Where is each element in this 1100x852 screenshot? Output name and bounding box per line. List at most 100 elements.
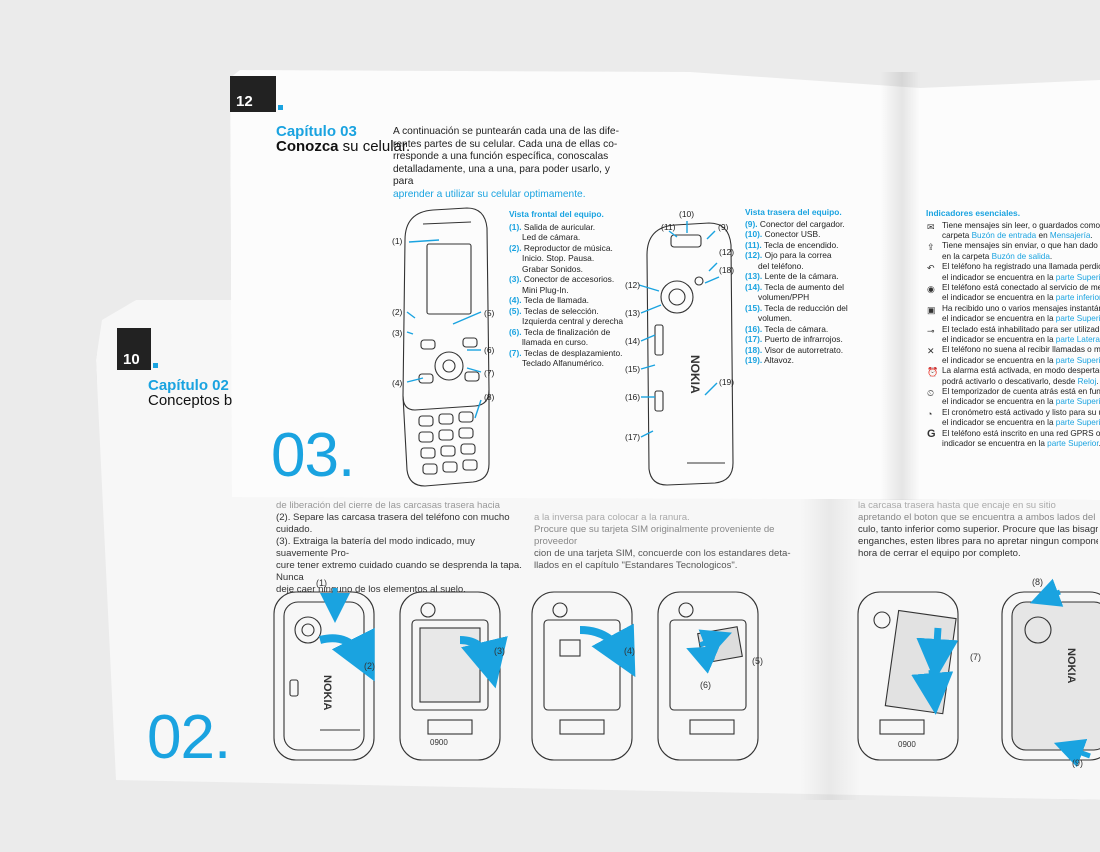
label-6: (6) — [700, 680, 711, 690]
rear-view-list: Vista trasera del equipo. (9). Conector … — [745, 207, 870, 366]
intro-line: rentes partes de su celular. Cada una de… — [393, 138, 618, 150]
list-item: (14). Tecla de aumento del — [745, 282, 870, 293]
back-chapter-title: Capítulo 02 — [148, 377, 229, 394]
email-service-icon: ◉ — [927, 283, 935, 294]
item-text: del teléfono. — [758, 260, 804, 271]
rear-phone-illustration: NOKIA — [638, 221, 734, 486]
subtitle-rest: su celular. — [338, 138, 411, 155]
disassembly-illustrations: NOKIA (1) (2) (3) 0900 (4) (5) (6) — [273, 577, 1100, 768]
indicator-text: . — [1049, 251, 1053, 261]
callout: (1) — [392, 236, 403, 246]
indicator-text: el indicador se encuentra en la — [942, 293, 1056, 303]
indicator-text[interactable]: parte Superior — [1055, 272, 1100, 282]
indicator-text: en la carpeta — [942, 251, 992, 261]
item-number: (12). — [745, 250, 763, 260]
arrow-10 — [1053, 739, 1091, 768]
indicator-text: el indicador se encuentra en la — [942, 272, 1056, 282]
list-item: (15). Tecla de reducción del — [745, 303, 870, 314]
item-text: llamada en curso. — [522, 337, 589, 347]
callout: (4) — [392, 378, 403, 388]
step-line: deje caer ninguno de los elementos al su… — [276, 584, 466, 595]
indicator-text: en — [1036, 230, 1050, 240]
item-text: Tecla de llamada. — [523, 295, 589, 305]
item-number: (15). — [745, 302, 763, 313]
callout: (14) — [625, 336, 641, 346]
callout: (5) — [484, 308, 495, 318]
item-number: (7). — [509, 347, 522, 358]
countdown-timer-icon: ⏲ — [927, 388, 935, 398]
item-text: Tecla de encendido. — [763, 239, 839, 250]
indicator-text[interactable]: Buzón de salida — [991, 251, 1050, 261]
callout: (12) — [719, 247, 735, 257]
list-item: (19). Altavoz. — [745, 355, 870, 366]
item-number: (6). — [509, 326, 522, 337]
indicator-text[interactable]: Buzón de entrada — [971, 230, 1037, 240]
item-number: (19). — [745, 355, 763, 365]
callout: (2) — [392, 307, 403, 317]
indicator-text[interactable]: parte Superior — [1055, 418, 1100, 428]
item-text: volumen. — [758, 313, 792, 323]
list-item: (16). Tecla de cámara. — [745, 324, 870, 335]
indicator-text[interactable]: parte Lateral — [1055, 334, 1100, 344]
indicator-text: el indicador se encuentra en la — [942, 418, 1056, 428]
indicator-text[interactable]: parte Superior — [1055, 314, 1100, 324]
front-view-list: Vista frontal del equipo. (1). Salida de… — [509, 209, 629, 369]
callout: (7) — [484, 368, 495, 378]
indicator-row: ⊸ El teclado está inhabilitado para ser u… — [926, 325, 1100, 346]
indicator-text[interactable]: parte Superior — [1047, 439, 1099, 449]
label-8: (8) — [1032, 577, 1043, 587]
indicator-row: ✕El teléfono no suena al recibir llamada… — [926, 345, 1100, 366]
item-text: Conector de accesorios. — [523, 274, 615, 284]
list-item: (12). Ojo para la correa — [745, 250, 870, 261]
keypad-lock-icon: ⊸ — [927, 325, 935, 336]
step-line: de liberación del cierre de las carcasas… — [276, 500, 500, 511]
indicator-text[interactable]: parte inferior — [1055, 293, 1100, 303]
item-number: (3). — [509, 274, 522, 284]
silent-icon: ✕ — [927, 346, 935, 357]
list-item: (5). Teclas de selección. — [509, 306, 629, 317]
front-intro: A continuación se puntearán cada una de … — [393, 126, 628, 202]
intro-link[interactable]: aprender a utilizar su celular optimamen… — [393, 188, 586, 200]
indicator-text[interactable]: Mensajería — [1049, 230, 1091, 240]
label-9: (9) — [1072, 758, 1083, 768]
indicator-text[interactable]: Reloj — [1077, 376, 1097, 386]
phone-brand-2: NOKIA — [1065, 648, 1077, 684]
item-text: Lente de la cámara. — [764, 271, 839, 281]
list-item: (17). Puerto de infrarrojos. — [745, 334, 870, 345]
indicator-text: El teclado está inhabilitado para ser ut… — [942, 324, 1100, 334]
front-page-number: 12 — [236, 93, 253, 110]
phone-brand-1: NOKIA — [321, 675, 333, 711]
rear-phone-brand: NOKIA — [688, 355, 702, 394]
phone-rear-step6 — [1001, 591, 1100, 761]
indicator-text[interactable]: parte Superior — [1055, 397, 1100, 407]
arrow-7 — [916, 627, 959, 681]
item-number: (14). — [745, 281, 763, 292]
item-text: Altavoz. — [764, 355, 794, 365]
indicator-text: El cronómetro está activado y listo para… — [942, 407, 1100, 417]
page-number-dot — [153, 363, 158, 368]
callout: (17) — [625, 432, 641, 442]
indicator-text[interactable]: parte Superior — [1055, 355, 1100, 365]
outbox-icon: ⇪ — [927, 242, 935, 253]
gprs-icon: G — [927, 427, 936, 440]
indicator-text: carpeta — [942, 230, 972, 240]
callout: (6) — [484, 345, 495, 355]
callout: (9) — [718, 222, 729, 232]
phone-code-2: 0900 — [898, 740, 916, 749]
arrow-4 — [579, 623, 636, 678]
indicator-text: . — [1096, 376, 1099, 386]
list-item: llamada en curso. — [509, 337, 629, 348]
instant-message-icon: ▣ — [927, 304, 936, 315]
phone-open-step3 — [531, 591, 633, 761]
callout: (16) — [625, 392, 641, 402]
label-7: (7) — [970, 652, 981, 662]
item-text: Tecla de finalización de — [523, 326, 611, 337]
item-text: Tecla de cámara. — [764, 323, 829, 334]
phone-code-1: 0900 — [430, 738, 448, 747]
step-line: (3). Extraiga la batería del modo indica… — [276, 536, 475, 559]
indicator-text: Ha recibido uno o varios mensajes instan… — [942, 303, 1100, 313]
label-2: (2) — [364, 661, 375, 671]
list-item: Mini Plug-In. — [509, 285, 629, 296]
callout: (12) — [625, 280, 641, 290]
